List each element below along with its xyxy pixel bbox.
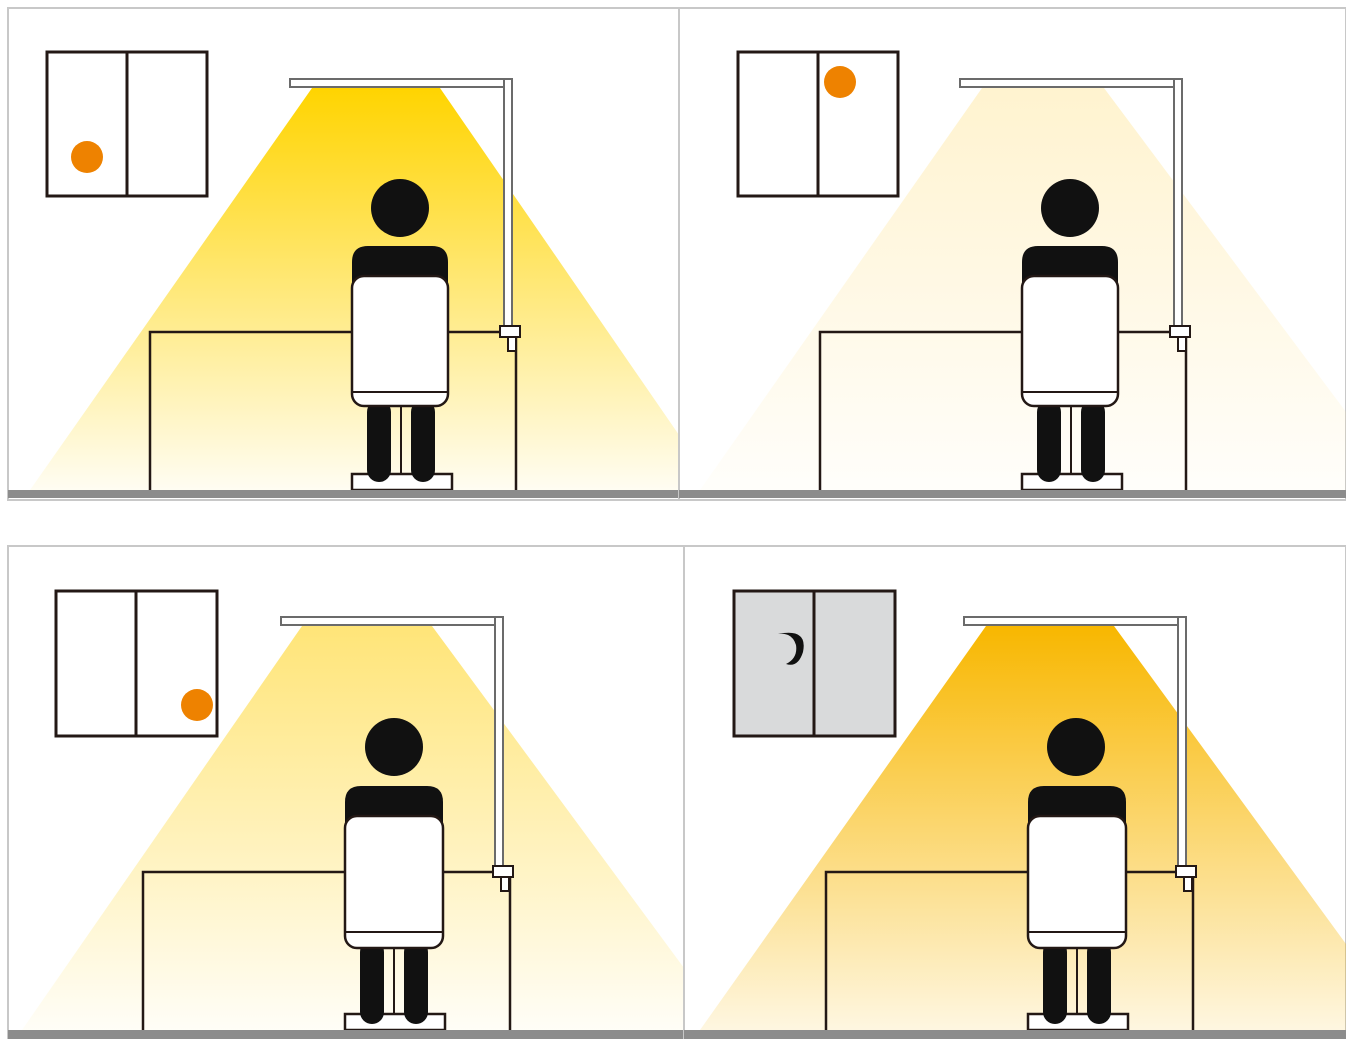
window <box>56 591 217 736</box>
chair-back <box>1028 816 1126 948</box>
panel-afternoon <box>8 546 684 1039</box>
sun-icon <box>824 66 856 98</box>
chair-base <box>1022 474 1122 490</box>
chair-back <box>352 276 448 406</box>
chair-back <box>1022 276 1118 406</box>
head <box>1047 718 1105 776</box>
panel-midday <box>679 8 1346 500</box>
panel-morning <box>8 8 679 500</box>
chair-back <box>345 816 443 948</box>
chair-base <box>352 474 452 490</box>
floor <box>8 1030 684 1039</box>
sun-icon <box>181 689 213 721</box>
panel-night <box>684 546 1346 1039</box>
head <box>371 179 429 237</box>
chair-base <box>345 1014 445 1030</box>
head <box>365 718 423 776</box>
chair-base <box>1028 1014 1128 1030</box>
window <box>47 52 207 196</box>
sun-icon <box>71 141 103 173</box>
floor <box>679 490 1346 498</box>
floor <box>684 1030 1346 1039</box>
head <box>1041 179 1099 237</box>
window <box>738 52 898 196</box>
window <box>734 591 895 736</box>
floor <box>8 490 679 498</box>
